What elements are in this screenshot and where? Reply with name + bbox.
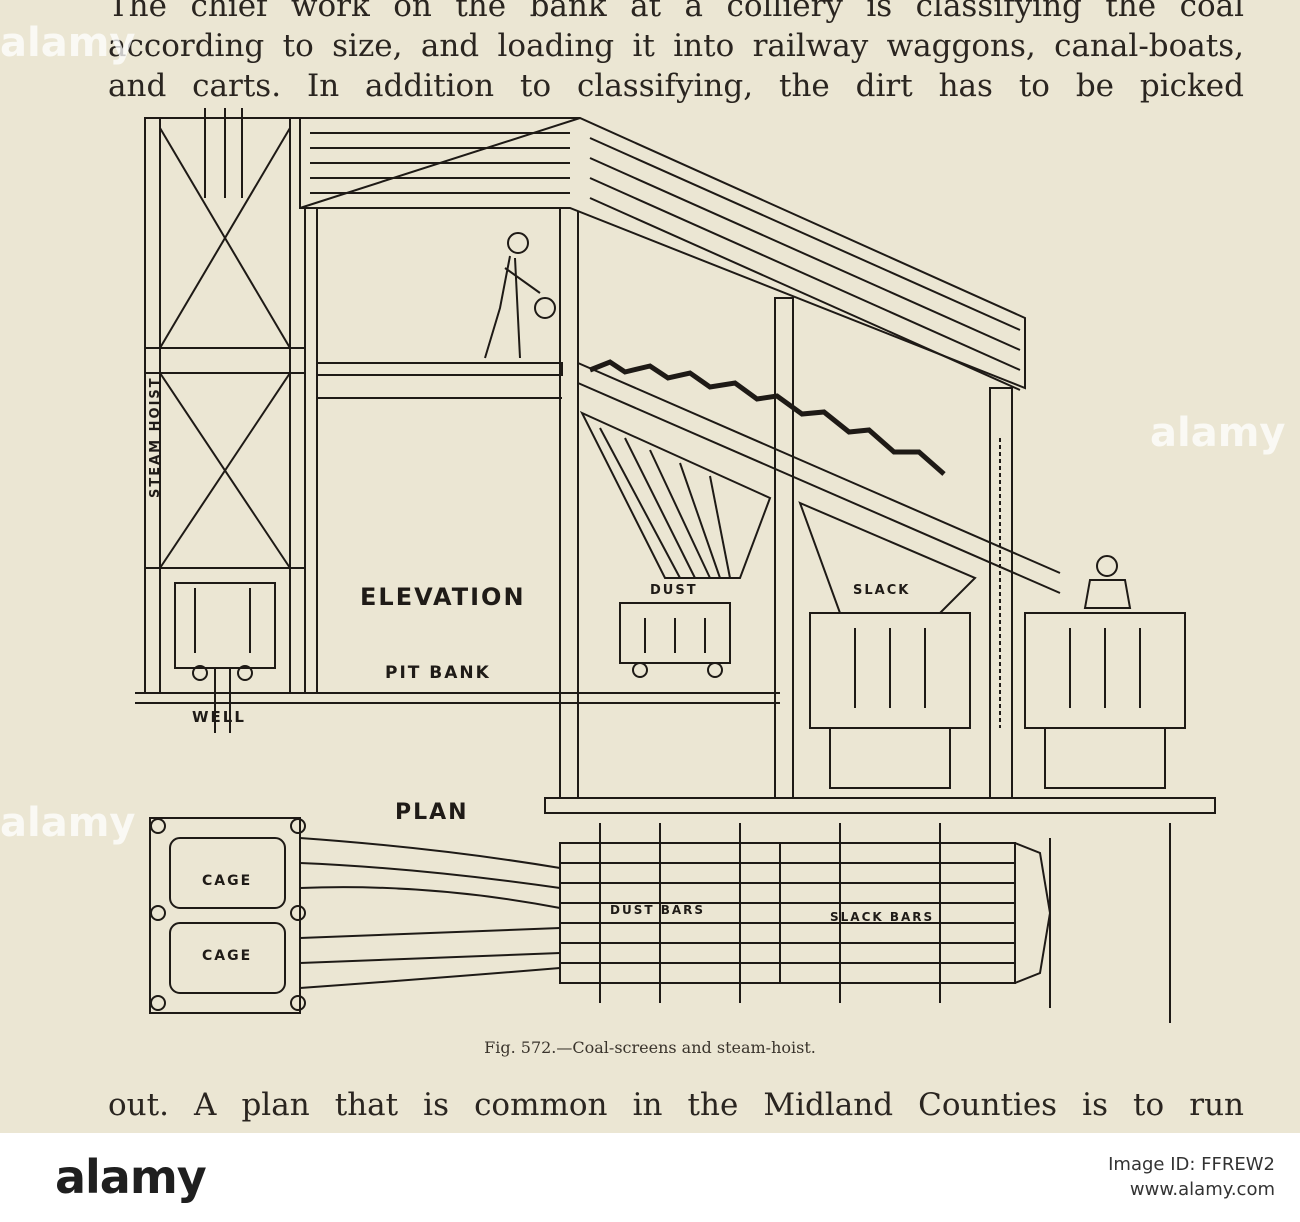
plan-hoist <box>149 817 301 1014</box>
plan-label: PLAN <box>395 800 469 825</box>
well-label: WELL <box>192 708 246 726</box>
pit-bank-label: PIT BANK <box>385 663 491 683</box>
brand-logo: alamy <box>55 1150 207 1204</box>
plan-screens <box>559 842 1016 984</box>
image-id: Image ID: FFREW2 www.alamy.com <box>1108 1152 1275 1202</box>
slack-bars-label: SLACK BARS <box>830 910 935 924</box>
dust-label: DUST <box>650 583 698 598</box>
text-line: according to size, and loading it into r… <box>108 28 1244 64</box>
text-line: The chief work on the bank at a colliery… <box>108 0 1244 24</box>
hoist-tower <box>144 117 306 694</box>
steam-hoist-label: STEAM HOIST <box>148 376 163 498</box>
site-url: www.alamy.com <box>1129 1179 1275 1200</box>
watermark: alamy <box>0 800 136 846</box>
elevation-label: ELEVATION <box>360 583 526 611</box>
body-text-bottom: out. A plan that is common in the Midlan… <box>108 1085 1244 1125</box>
cage-label-2: CAGE <box>202 948 253 964</box>
text-line: and carts. In addition to classifying, t… <box>108 68 1244 104</box>
slack-label: SLACK <box>853 583 911 598</box>
coal-screens-illustration <box>135 98 1216 1023</box>
dust-bars-label: DUST BARS <box>610 903 706 917</box>
book-page: The chief work on the bank at a colliery… <box>0 0 1286 1125</box>
image-id-label: Image ID: FFREW2 <box>1108 1154 1275 1175</box>
text-line: out. A plan that is common in the Midlan… <box>108 1087 1244 1123</box>
coal-screens-figure: ELEVATION PIT BANK WELL PLAN STEAM HOIST… <box>120 98 1230 1033</box>
body-text-top: The chief work on the bank at a colliery… <box>108 0 1244 106</box>
footer-bar <box>0 1133 1300 1222</box>
cage-label-1: CAGE <box>202 873 253 889</box>
figure-caption: Fig. 572.—Coal-screens and steam-hoist. <box>484 1038 816 1057</box>
